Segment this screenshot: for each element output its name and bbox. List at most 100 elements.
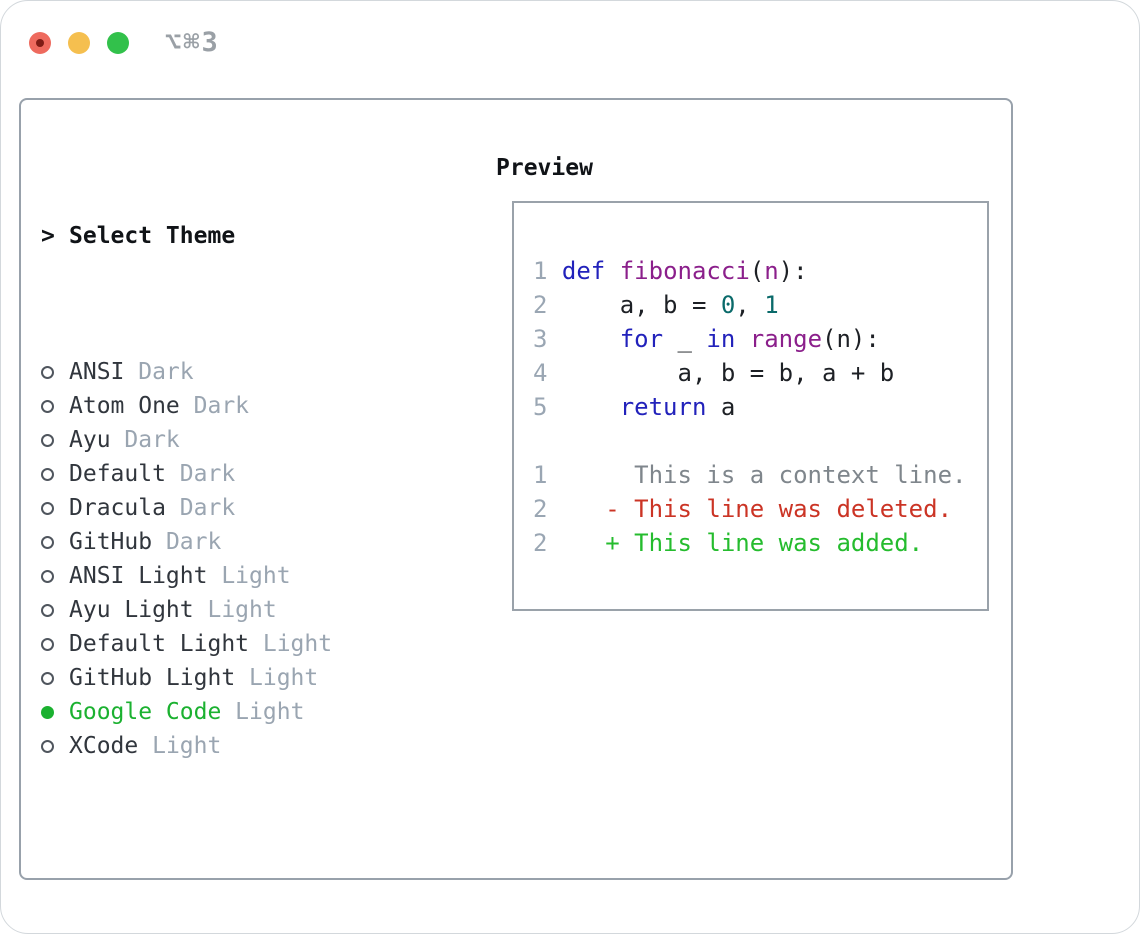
code-token: This is a context line.: [547, 461, 967, 489]
preview-title: Preview: [496, 155, 593, 181]
cursor-marker: >: [41, 223, 55, 249]
radio-icon: [41, 740, 54, 753]
option-variant-label: Dark: [110, 427, 180, 453]
option-variant-label: Light: [221, 699, 305, 725]
option-variant-label: Dark: [165, 461, 236, 487]
option-variant-label: Light: [193, 597, 277, 623]
select-theme-header: >Select Theme: [41, 219, 489, 253]
radio-icon: [41, 400, 54, 413]
code-token: - This line was deleted.: [547, 495, 953, 523]
theme-option[interactable]: Google Code Light: [41, 695, 489, 729]
code-line: 2 + This line was added.: [533, 526, 987, 560]
theme-option[interactable]: Dracula Dark: [41, 491, 489, 525]
zoom-button[interactable]: [107, 31, 129, 54]
radio-icon: [41, 570, 54, 583]
code-token: [605, 257, 619, 285]
code-token: ,: [735, 291, 765, 319]
option-label: Dracula: [69, 495, 166, 521]
close-button[interactable]: [29, 31, 51, 54]
radio-icon: [41, 434, 54, 447]
code-token: 5: [533, 393, 548, 421]
option-label: Default Light: [69, 631, 250, 657]
code-token: (: [749, 257, 765, 285]
code-token: fibonacci: [619, 257, 750, 285]
radio-icon: [41, 638, 54, 651]
code-line: 3 for _ in range(n):: [533, 322, 987, 356]
titlebar: ⌥⌘3: [29, 27, 220, 58]
code-token: range: [749, 325, 823, 353]
option-label: GitHub Light: [69, 665, 236, 691]
code-token: in: [706, 325, 736, 353]
code-token: 1: [764, 291, 779, 319]
option-label: Ayu: [69, 427, 111, 453]
code-token: [547, 393, 619, 421]
code-token: 0: [720, 291, 736, 319]
theme-option[interactable]: Atom One Dark: [41, 389, 489, 423]
option-variant-label: Light: [235, 665, 319, 691]
option-variant-label: Dark: [165, 495, 236, 521]
code-line: 2 - This line was deleted.: [533, 492, 987, 526]
option-variant-label: Light: [207, 563, 291, 589]
option-label: Atom One: [69, 393, 180, 419]
code-token: for: [619, 325, 664, 353]
option-variant-label: Dark: [152, 529, 222, 555]
code-token: _: [663, 325, 707, 353]
code-token: ):: [778, 257, 808, 285]
code-line: 4 a, b = b, a + b: [533, 356, 987, 390]
radio-icon: [41, 502, 54, 515]
code-line: 5 return a: [533, 390, 987, 424]
option-label: GitHub: [69, 529, 153, 555]
code-token: def: [561, 257, 606, 285]
code-token: 4: [533, 359, 548, 387]
theme-option[interactable]: Ayu Light Light: [41, 593, 489, 627]
option-variant-label: Dark: [179, 393, 250, 419]
code-token: 3: [533, 325, 548, 353]
radio-icon: [41, 536, 54, 549]
window-title: ⌥⌘3: [165, 27, 220, 58]
theme-option[interactable]: GitHub Dark: [41, 525, 489, 559]
code-token: 1: [533, 461, 548, 489]
option-label: Ayu Light: [69, 597, 194, 623]
option-label: Default: [69, 461, 166, 487]
code-token: 2: [533, 291, 548, 319]
code-token: 2: [533, 529, 548, 557]
minimize-button[interactable]: [68, 31, 90, 54]
code-line: 1 def fibonacci(n):: [533, 254, 987, 288]
code-token: n: [764, 257, 779, 285]
option-label: Google Code: [69, 699, 222, 725]
marker-cell: [41, 695, 69, 729]
spacer: [41, 865, 489, 899]
theme-option[interactable]: GitHub Light Light: [41, 661, 489, 695]
theme-option[interactable]: XCode Light: [41, 729, 489, 763]
code-token: [547, 325, 619, 353]
theme-option[interactable]: Default Dark: [41, 457, 489, 491]
code-token: [735, 325, 749, 353]
theme-option[interactable]: Default Light Light: [41, 627, 489, 661]
code-token: 1: [533, 257, 548, 285]
theme-option[interactable]: ANSI Light Light: [41, 559, 489, 593]
radio-icon: [41, 468, 54, 481]
theme-option[interactable]: Ayu Dark: [41, 423, 489, 457]
code-token: [547, 257, 561, 285]
option-label: XCode: [69, 733, 139, 759]
radio-icon: [41, 366, 54, 379]
marker-cell: [41, 355, 69, 389]
code-line: [533, 424, 987, 458]
marker-cell: [41, 661, 69, 695]
marker-cell: [41, 559, 69, 593]
code-token: a, b = b, a + b: [547, 359, 895, 387]
marker-cell: [41, 525, 69, 559]
radio-icon: [41, 672, 54, 685]
theme-option[interactable]: ANSI Dark: [41, 355, 489, 389]
code-token: + This line was added.: [547, 529, 924, 557]
code-token: return: [619, 393, 707, 421]
code-line: 1 This is a context line.: [533, 458, 987, 492]
marker-cell: [41, 457, 69, 491]
option-variant-label: Light: [249, 631, 333, 657]
marker-cell: [41, 627, 69, 661]
